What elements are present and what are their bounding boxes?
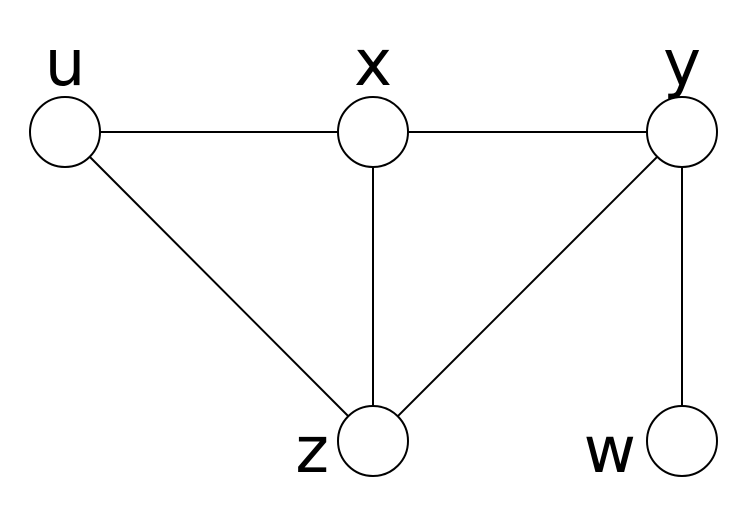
node-label-w: w bbox=[584, 414, 636, 488]
edge-u-z bbox=[64, 131, 374, 442]
node-circle-u bbox=[29, 96, 101, 168]
node-z: z bbox=[295, 405, 409, 488]
node-label-x: x bbox=[354, 27, 392, 101]
nodes-layer: u x y z w bbox=[29, 27, 718, 488]
node-y: y bbox=[646, 27, 718, 168]
node-u: u bbox=[29, 27, 101, 168]
node-circle-x bbox=[337, 96, 409, 168]
node-label-z: z bbox=[295, 414, 329, 488]
node-circle-y bbox=[646, 96, 718, 168]
node-circle-z bbox=[337, 405, 409, 477]
edges-layer bbox=[64, 131, 683, 442]
node-label-u: u bbox=[45, 27, 86, 101]
node-x: x bbox=[337, 27, 409, 168]
edge-y-z bbox=[372, 131, 683, 442]
node-label-y: y bbox=[663, 27, 701, 101]
node-w: w bbox=[584, 405, 718, 488]
node-circle-w bbox=[646, 405, 718, 477]
